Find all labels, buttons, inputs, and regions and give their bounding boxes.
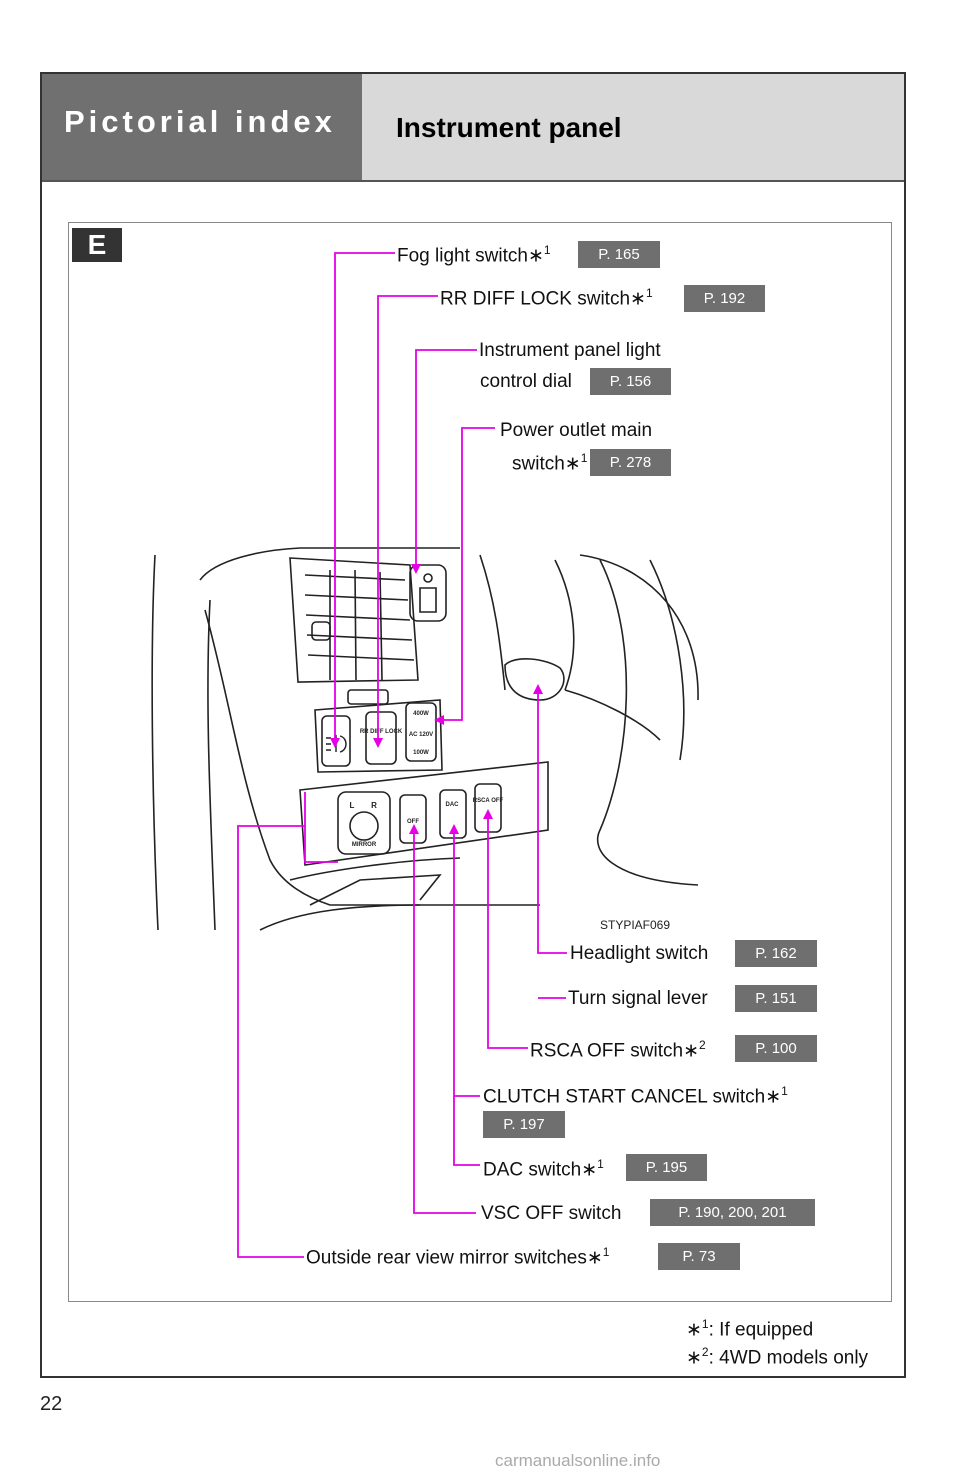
callout-power-outlet-main-line2: switch∗1 <box>512 451 588 475</box>
mirror-left-label: L <box>350 801 355 810</box>
figure-code: STYPIAF069 <box>600 918 671 932</box>
ref-instrument-panel-light[interactable]: P. 156 <box>590 368 671 395</box>
power-outlet-ac-label: AC 120V <box>409 732 433 738</box>
callout-rsca-off-switch: RSCA OFF switch∗2 <box>530 1038 706 1062</box>
callout-outside-mirror-switches: Outside rear view mirror switches∗1 <box>306 1245 610 1269</box>
callout-turn-signal-lever: Turn signal lever <box>568 988 708 1009</box>
callout-rr-diff-lock-switch: RR DIFF LOCK switch∗1 <box>440 286 653 310</box>
mirror-right-label: R <box>371 801 377 810</box>
section-badge: E <box>72 228 122 262</box>
ref-dac-switch[interactable]: P. 195 <box>626 1154 707 1181</box>
footnote-if-equipped: ∗1: If equipped <box>686 1317 814 1341</box>
vsc-switch-label: OFF <box>407 819 419 825</box>
ref-outside-mirror-switches[interactable]: P. 73 <box>658 1243 740 1270</box>
leader-lines <box>237 252 567 1258</box>
footnote-4wd-only: ∗2: 4WD models only <box>686 1345 869 1369</box>
ref-fog-light-switch[interactable]: P. 165 <box>578 241 660 268</box>
dac-switch-label: DAC <box>446 802 460 808</box>
power-outlet-400w-label: 400W <box>413 711 429 717</box>
ref-clutch-start-cancel[interactable]: P. 197 <box>483 1111 565 1138</box>
callout-fog-light-switch: Fog light switch∗1 <box>397 243 551 267</box>
ref-power-outlet-main[interactable]: P. 278 <box>590 449 671 476</box>
ref-rsca-off-switch[interactable]: P. 100 <box>735 1035 817 1062</box>
header-title-block <box>362 74 904 180</box>
callout-headlight-switch: Headlight switch <box>570 943 709 964</box>
header-divider <box>42 180 904 182</box>
header-section-block <box>42 74 362 180</box>
ref-rr-diff-lock-switch[interactable]: P. 192 <box>684 285 765 312</box>
mirror-switch-label: MIRROR <box>352 842 377 848</box>
ref-headlight-switch[interactable]: P. 162 <box>735 940 817 967</box>
callout-instrument-panel-light-line2: control dial <box>480 371 572 392</box>
rr-diff-switch-label: RR DIFF LOCK <box>360 729 403 735</box>
page-frame <box>40 72 906 1378</box>
callout-clutch-start-cancel: CLUTCH START CANCEL switch∗1 <box>483 1084 788 1108</box>
callout-vsc-off-switch: VSC OFF switch <box>481 1203 622 1224</box>
page-title: Instrument panel <box>396 112 622 143</box>
callout-dac-switch: DAC switch∗1 <box>483 1157 604 1181</box>
rsca-switch-label: RSCA OFF <box>473 798 504 804</box>
ref-vsc-off-switch[interactable]: P. 190, 200, 201 <box>650 1199 815 1226</box>
callout-power-outlet-main: Power outlet main <box>500 420 653 441</box>
ref-turn-signal-lever[interactable]: P. 151 <box>735 985 817 1012</box>
callout-instrument-panel-light: Instrument panel light <box>479 340 661 361</box>
page-number: 22 <box>40 1393 63 1415</box>
watermark: carmanualsonline.info <box>495 1451 661 1470</box>
section-title: Pictorial index <box>64 104 336 139</box>
figure-panel <box>68 222 892 1302</box>
power-outlet-100w-label: 100W <box>413 750 429 756</box>
